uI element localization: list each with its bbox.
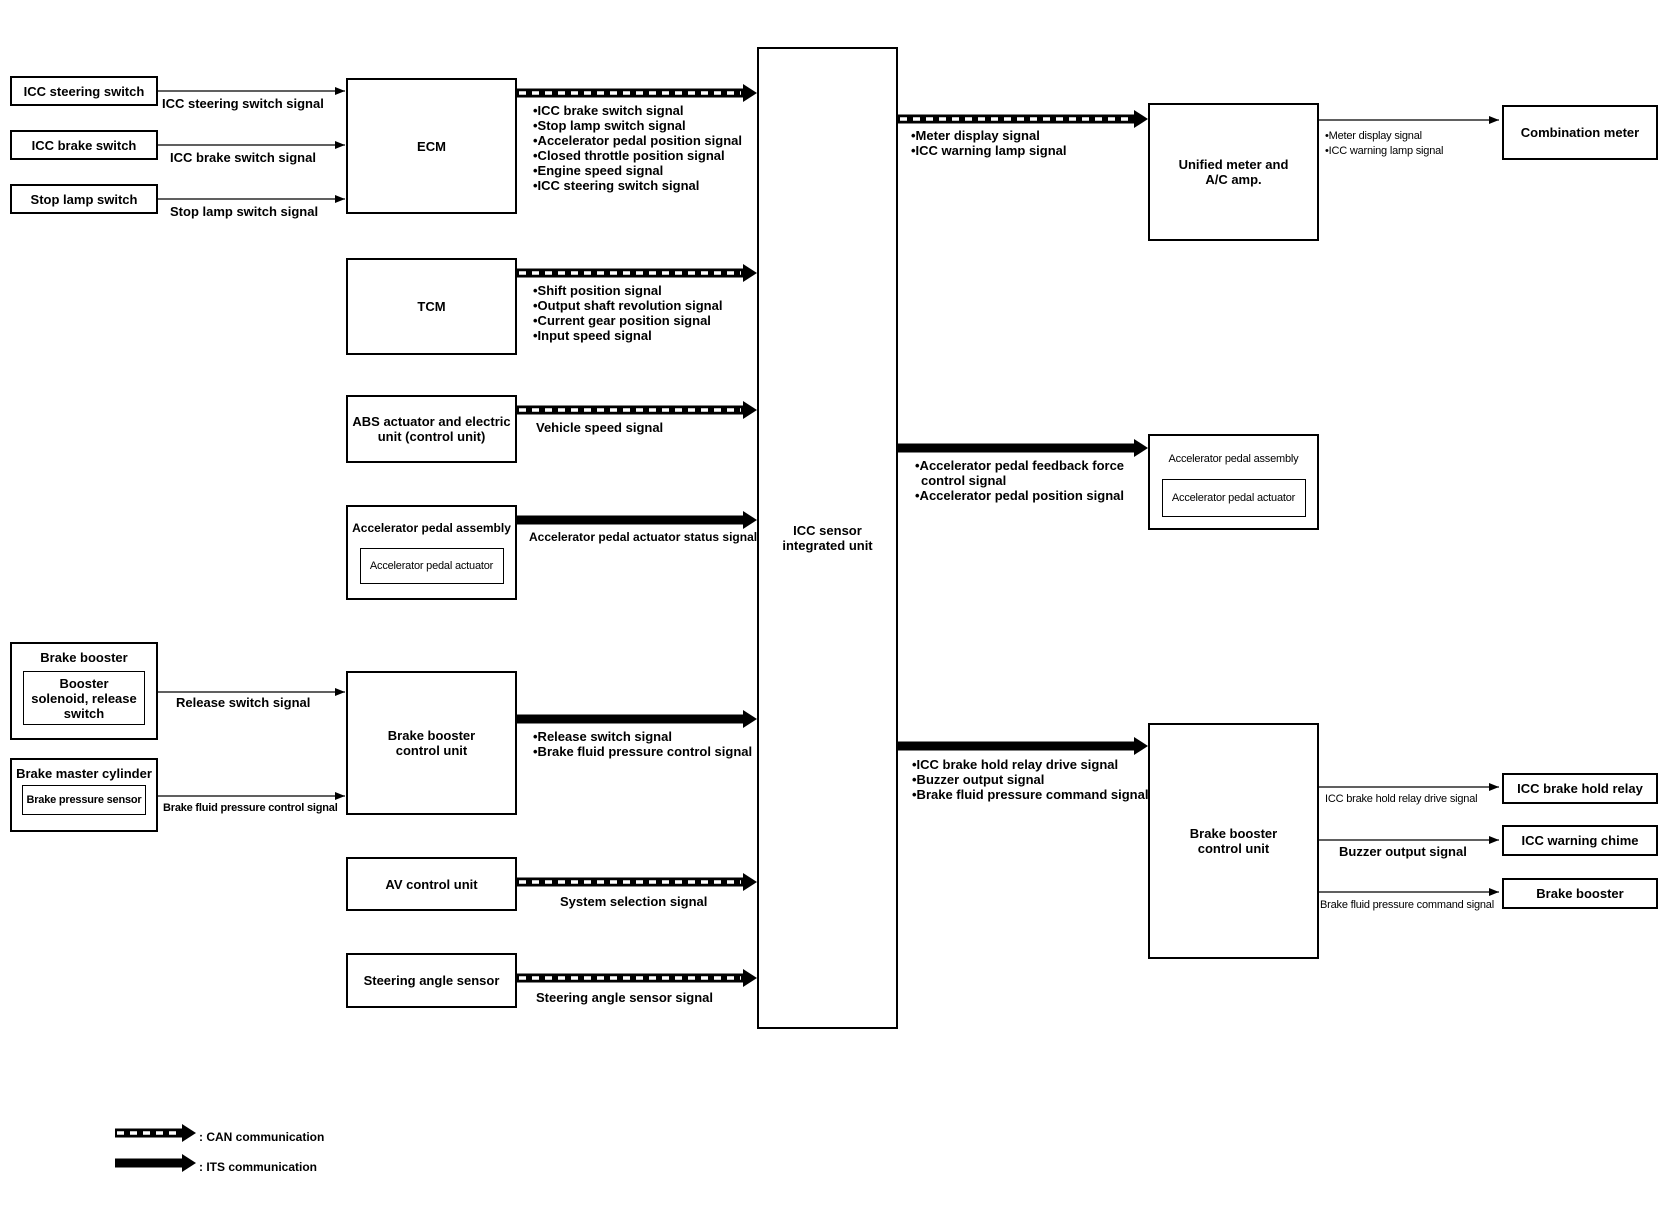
combination-meter-box: Combination meter [1502, 105, 1658, 160]
ecm-signal-item: •Accelerator pedal position signal [533, 133, 742, 148]
brake-right-signal-item: •Buzzer output signal [912, 772, 1045, 787]
legend-its-arrow [115, 1154, 196, 1172]
meter-to-combination-signals: •Meter display signal •ICC warning lamp … [1325, 129, 1443, 159]
release-switch-signal-label: Release switch signal [176, 695, 311, 710]
accel-assembly-right-label: Accelerator pedal assembly [1168, 453, 1299, 465]
brake-master-cylinder-label: Brake master cylinder [16, 766, 152, 781]
brake-booster-signal-item: •Release switch signal [533, 729, 672, 744]
icc-brake-switch-box: ICC brake switch [10, 130, 158, 160]
accel-right-signals: •Accelerator pedal feedback force contro… [915, 458, 1124, 503]
stop-lamp-switch-signal-label: Stop lamp switch signal [170, 204, 319, 219]
unified-meter-box: Unified meter and A/C amp. [1148, 103, 1319, 241]
can-arrow-abs [517, 401, 757, 419]
meter-signal-item: •Meter display signal [911, 128, 1040, 143]
brake-booster-cu-right-box: Brake booster control unit [1148, 723, 1319, 959]
accel-right-signal-item: •Accelerator pedal position signal [915, 488, 1124, 503]
accel-assembly-left-box: Accelerator pedal assembly Accelerator p… [346, 505, 517, 600]
brake-booster-input-box: Brake booster Booster solenoid, release … [10, 642, 158, 740]
ecm-signal-item: •Closed throttle position signal [533, 148, 725, 163]
booster-solenoid-box: Booster solenoid, release switch [23, 671, 145, 725]
icc-steering-switch-signal-label: ICC steering switch signal [162, 96, 324, 111]
ecm-signals: •ICC brake switch signal •Stop lamp swit… [533, 103, 742, 193]
brake-booster-cu-left-box: Brake booster control unit [346, 671, 517, 815]
brake-master-cylinder-box: Brake master cylinder Brake pressure sen… [10, 758, 158, 832]
meter-to-combination-signal-item: •Meter display signal [1325, 130, 1422, 142]
icc-warning-chime-box: ICC warning chime [1502, 825, 1658, 856]
tcm-signal-item: •Shift position signal [533, 283, 662, 298]
ecm-signal-item: •ICC brake switch signal [533, 103, 684, 118]
tcm-signal-item: •Input speed signal [533, 328, 652, 343]
accel-right-signal-item: •Accelerator pedal feedback force [915, 458, 1125, 473]
ecm-box: ECM [346, 78, 517, 214]
system-selection-signal-label: System selection signal [560, 894, 708, 909]
communication-arrows [115, 84, 1148, 1172]
accel-actuator-status-signal-label: Accelerator pedal actuator status signal [529, 530, 758, 544]
accel-actuator-left-box: Accelerator pedal actuator [359, 548, 504, 584]
ecm-signal-item: •Engine speed signal [533, 163, 664, 178]
brake-booster-signal-item: •Brake fluid pressure control signal [533, 744, 753, 759]
its-arrow-brake-booster-left [517, 710, 757, 728]
accel-right-signal-item: control signal [921, 473, 1007, 488]
abs-box: ABS actuator and electric unit (control … [346, 395, 517, 463]
steering-angle-sensor-box: Steering angle sensor [346, 953, 517, 1008]
icc-brake-hold-relay-box: ICC brake hold relay [1502, 773, 1658, 804]
stop-lamp-switch-box: Stop lamp switch [10, 184, 158, 214]
meter-signal-item: •ICC warning lamp signal [911, 143, 1067, 158]
meter-signals: •Meter display signal •ICC warning lamp … [911, 128, 1067, 158]
can-arrow-tcm [517, 264, 757, 282]
vehicle-speed-signal-label: Vehicle speed signal [536, 420, 664, 435]
its-arrow-accel-left [517, 511, 757, 529]
legend-its-label: : ITS communication [199, 1160, 318, 1174]
can-arrow-meter [898, 110, 1148, 128]
buzzer-output-signal-label: Buzzer output signal [1339, 844, 1467, 859]
can-arrow-av [517, 873, 757, 891]
meter-to-combination-signal-item: •ICC warning lamp signal [1325, 145, 1444, 157]
its-arrow-brake-booster-right [898, 737, 1148, 755]
tcm-signals: •Shift position signal •Output shaft rev… [533, 283, 722, 343]
icc-sensor-integrated-unit: ICC sensor integrated unit [757, 47, 898, 1029]
tcm-box: TCM [346, 258, 517, 355]
legend-can-arrow [115, 1124, 196, 1142]
icc-steering-switch-box: ICC steering switch [10, 76, 158, 106]
can-arrow-steering [517, 969, 757, 987]
brake-fluid-pressure-command-signal-label: Brake fluid pressure command signal [1320, 899, 1494, 911]
accel-assembly-right-box: Accelerator pedal assembly Accelerator p… [1148, 434, 1319, 530]
icc-brake-switch-signal-label: ICC brake switch signal [170, 150, 316, 165]
brake-right-signals: •ICC brake hold relay drive signal •Buzz… [912, 757, 1148, 802]
thin-wires [158, 87, 1499, 896]
brake-booster-right-box: Brake booster [1502, 878, 1658, 909]
steering-angle-sensor-signal-label: Steering angle sensor signal [536, 990, 713, 1005]
tcm-signal-item: •Current gear position signal [533, 313, 711, 328]
brake-right-signal-item: •ICC brake hold relay drive signal [912, 757, 1119, 772]
ecm-signal-item: •Stop lamp switch signal [533, 118, 686, 133]
av-control-unit-box: AV control unit [346, 857, 517, 911]
brake-booster-signals: •Release switch signal •Brake fluid pres… [533, 729, 752, 759]
brake-right-signal-item: •Brake fluid pressure command signal [912, 787, 1149, 802]
its-arrow-accel-right [898, 439, 1148, 457]
ecm-signal-item: •ICC steering switch signal [533, 178, 700, 193]
accel-actuator-right-box: Accelerator pedal actuator [1161, 479, 1306, 517]
tcm-signal-item: •Output shaft revolution signal [533, 298, 723, 313]
brake-booster-input-label: Brake booster [40, 650, 128, 665]
icc-brake-hold-relay-drive-signal-label: ICC brake hold relay drive signal [1325, 793, 1478, 805]
brake-pressure-sensor-box: Brake pressure sensor [22, 785, 146, 815]
accel-assembly-left-label: Accelerator pedal assembly [352, 521, 511, 535]
brake-fluid-pressure-control-signal-label: Brake fluid pressure control signal [163, 802, 338, 814]
can-arrow-ecm [517, 84, 757, 102]
legend-can-label: : CAN communication [199, 1130, 325, 1144]
